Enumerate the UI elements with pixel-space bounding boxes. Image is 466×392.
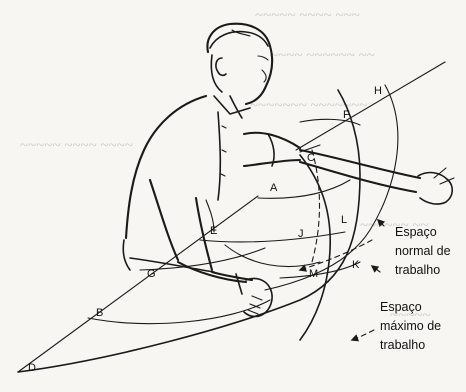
point-label-B: B xyxy=(96,307,103,319)
point-label-K: K xyxy=(352,259,360,271)
point-label-L: L xyxy=(341,214,347,226)
point-label-E: E xyxy=(210,225,217,237)
legend-maximum-line-3: trabalho xyxy=(380,338,425,352)
radial-line-to-D xyxy=(18,196,258,372)
svg-text:~~~~~~~ ~~~~~~~: ~~~~~~~ ~~~~~~~ xyxy=(250,98,367,114)
arrow-normal-space xyxy=(300,240,372,270)
point-label-C: C xyxy=(307,152,315,164)
legend-maximum-line-2: máximo de xyxy=(380,319,441,333)
legend-maximum-line-1: Espaço xyxy=(380,300,422,314)
point-label-J: J xyxy=(298,228,304,240)
arc-through-G xyxy=(140,248,265,270)
arc-through-M xyxy=(280,262,360,278)
svg-text:~~~~ ~~~~~~ ~~: ~~~~ ~~~~~~ ~~ xyxy=(270,48,375,64)
point-label-F: F xyxy=(343,109,350,121)
point-label-M: M xyxy=(309,268,318,280)
point-label-H: H xyxy=(374,85,382,97)
legend-normal-line-2: normal de xyxy=(395,244,451,258)
point-label-D: D xyxy=(28,362,36,374)
legend-maximum-space: Espaço máximo de trabalho xyxy=(380,300,441,352)
arrow-maximum-upper xyxy=(372,266,380,272)
point-label-G: G xyxy=(147,268,156,280)
legend-normal-line-1: Espaço xyxy=(395,225,437,239)
legend-normal-space: Espaço normal de trabalho xyxy=(395,225,451,277)
normal-reach-curve xyxy=(300,155,330,340)
svg-text:~~~~~ ~~~~ ~~~~: ~~~~~ ~~~~ ~~~~ xyxy=(20,138,133,154)
maximum-reach-outer-arc xyxy=(18,90,360,372)
point-labels: H F C A L E J G M K B D xyxy=(28,85,382,374)
svg-text:~~~~~ ~~~~ ~~~: ~~~~~ ~~~~ ~~~ xyxy=(255,8,360,24)
point-label-A: A xyxy=(270,182,278,194)
arc-through-E xyxy=(200,232,345,242)
normal-reach-inner-arc xyxy=(225,245,320,267)
arrow-maximum-space xyxy=(352,330,374,340)
legend-normal-line-3: trabalho xyxy=(395,263,440,277)
